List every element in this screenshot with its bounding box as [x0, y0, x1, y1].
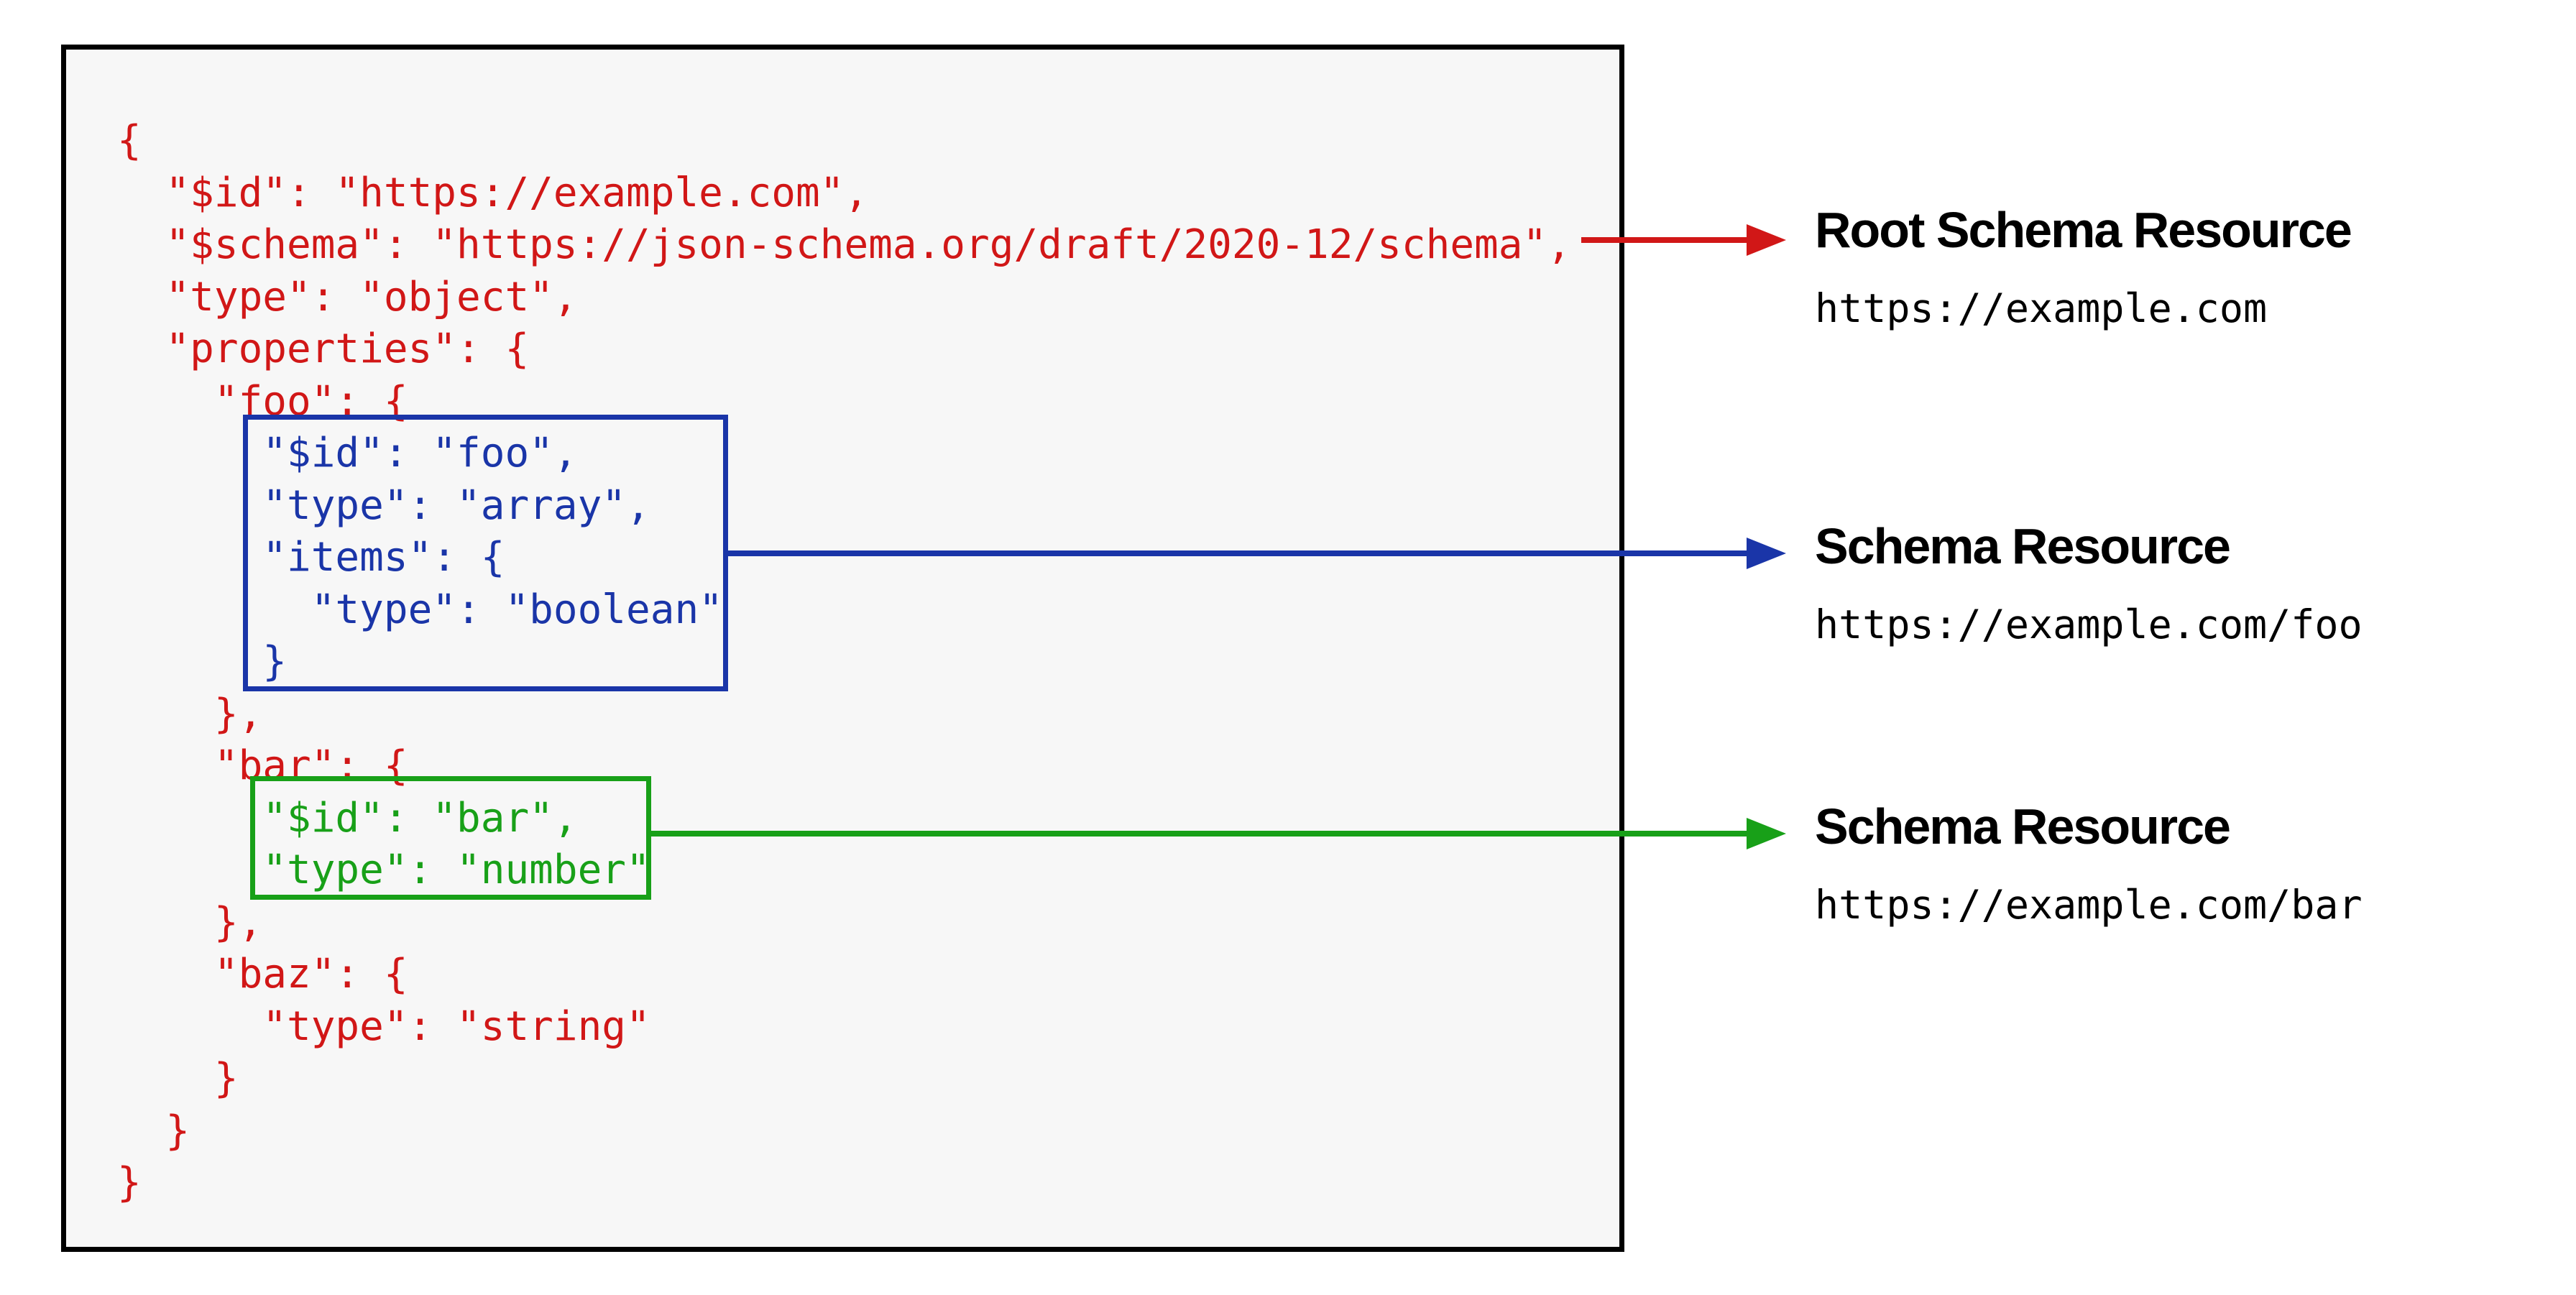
code-line: "bar": {	[117, 742, 408, 789]
json-code: { "$id": "https://example.com", "$schema…	[66, 50, 1619, 1209]
bar-schema-highlight-box	[250, 776, 651, 900]
root-schema-callout: Root Schema Resource https://example.com	[1815, 200, 2352, 332]
code-line: "$id": "foo",	[117, 430, 578, 476]
code-line: },	[117, 898, 263, 946]
root-schema-arrow-line	[1581, 237, 1748, 243]
callout-url: https://example.com/bar	[1815, 882, 2363, 928]
root-schema-arrowhead-icon	[1747, 224, 1786, 256]
callout-url: https://example.com/foo	[1815, 602, 2363, 648]
code-line: },	[117, 690, 263, 737]
callout-title: Root Schema Resource	[1815, 202, 2352, 258]
code-line: {	[117, 117, 142, 164]
code-line: "type": "number"	[117, 847, 650, 893]
code-line: "$id": "https://example.com",	[117, 169, 869, 216]
bar-schema-arrow-line	[651, 831, 1748, 837]
bar-schema-callout: Schema Resource https://example.com/bar	[1815, 796, 2363, 928]
foo-schema-callout: Schema Resource https://example.com/foo	[1815, 516, 2363, 648]
bar-schema-arrowhead-icon	[1747, 818, 1786, 849]
code-line: "type": "string"	[117, 1003, 650, 1050]
code-line: }	[117, 1055, 239, 1102]
foo-schema-highlight-box	[243, 415, 728, 691]
code-line: "$schema": "https://json-schema.org/draf…	[117, 221, 1571, 268]
code-line: }	[117, 1107, 190, 1154]
code-line: "items": {	[117, 534, 505, 581]
code-line: }	[117, 638, 288, 685]
schema-code-panel: { "$id": "https://example.com", "$schema…	[61, 45, 1624, 1252]
code-line: "baz": {	[117, 951, 408, 997]
callout-title: Schema Resource	[1815, 518, 2231, 574]
foo-schema-arrowhead-icon	[1747, 538, 1786, 569]
code-line: "properties": {	[117, 326, 530, 372]
code-line: }	[117, 1159, 142, 1206]
callout-url: https://example.com	[1815, 285, 2268, 331]
foo-schema-arrow-line	[728, 550, 1748, 556]
code-line: "type": "object",	[117, 273, 578, 321]
code-line: "$id": "bar",	[117, 794, 578, 842]
code-line: "type": "array",	[117, 481, 650, 529]
callout-title: Schema Resource	[1815, 798, 2231, 854]
code-line: "type": "boolean"	[117, 586, 723, 633]
